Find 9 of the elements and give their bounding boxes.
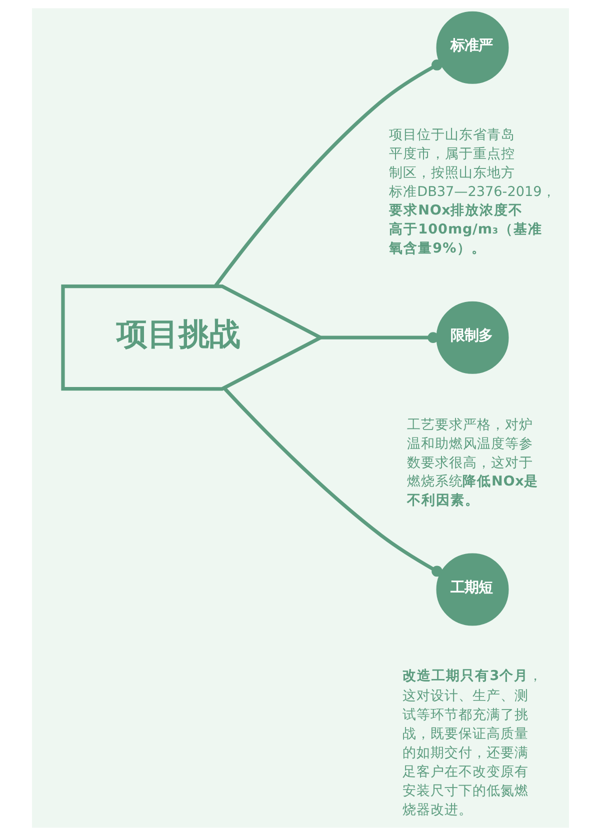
node-label: 项目位于山东省青岛平度市，属于重点控制区，按照山东地方标准DB37—2376-2019，要求NOx排放浓度不高于100mg/m3（基准氧含量9%）。 (388, 127, 556, 256)
connector (320, 332, 438, 344)
node-circle: 标准严 (436, 11, 508, 84)
node-circle: 工期短 (436, 553, 508, 626)
node-label: 工艺要求严格，对炉温和助燃风温度等参数要求很高，这对于燃烧系统降低NOx是不利因素。 (406, 417, 538, 508)
connector (222, 386, 442, 577)
node-circle: 限制多 (436, 301, 508, 374)
connector (213, 60, 442, 288)
node-label: 改造工期只有3个月，这对设计、生产、测试等环节都充满了挑战，既要保证高质量的如期交付，还要满足客户在不改变原有安装尺寸下的低氮燃烧器改进。 (402, 668, 542, 818)
